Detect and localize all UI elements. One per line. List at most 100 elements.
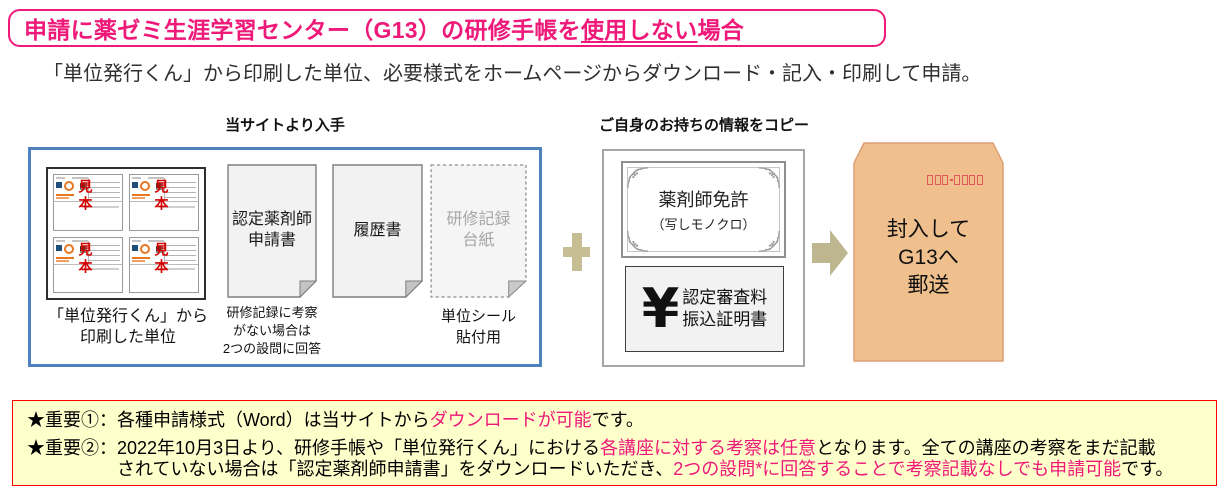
certificate-table-lines xyxy=(164,178,196,202)
certificate-divider xyxy=(130,263,198,265)
page-title-box: 申請に薬ゼミ生涯学習センター（G13）の研修手帳を使用しない場合 xyxy=(8,9,886,47)
certificate-orange-text-line xyxy=(132,259,145,262)
application-form-caption: 研修記録に考察 がない場合は 2つの設問に回答 xyxy=(216,304,328,358)
caption-line: 印刷した単位 xyxy=(79,329,176,346)
caption-line: がない場合は xyxy=(232,323,311,338)
caption-line: 貼付用 xyxy=(455,329,501,346)
document-page-shape xyxy=(430,164,527,298)
page-title: 申請に薬ゼミ生涯学習センター（G13）の研修手帳を使用しない場合 xyxy=(24,11,744,45)
certificate-text-line xyxy=(159,205,195,208)
certificate-header-line xyxy=(132,239,141,242)
certificate-logo-square xyxy=(132,182,138,188)
payment-certificate-title: 認定審査料 振込証明書 xyxy=(682,288,768,329)
envelope: 封入して G13へ 郵送 xyxy=(853,142,1004,362)
highlight-text: 各講座に対する考察は任意 xyxy=(600,438,816,458)
certificate-header-line xyxy=(72,177,88,179)
certificate-header-line xyxy=(56,177,65,179)
document-title: 研修記録台紙 xyxy=(446,211,511,249)
license-subtitle: （写しモノクロ） xyxy=(651,217,756,232)
certificate-orange-text-line xyxy=(132,197,145,199)
certificate-logo-square xyxy=(132,244,138,251)
sample-stamp: 見本 xyxy=(77,241,94,276)
certificate-divider xyxy=(54,201,122,203)
certificate-emblem-icon xyxy=(140,181,150,191)
certificate-text-line xyxy=(159,268,195,271)
certificate-header-line xyxy=(148,239,164,242)
certificate-header-line xyxy=(56,239,65,242)
postal-code-boxes xyxy=(927,175,983,185)
printed-units-panel: 見本 見本 見本 xyxy=(46,167,206,300)
sample-stamp: 見本 xyxy=(153,241,170,276)
unit-certificate-sample: 見本 xyxy=(53,174,123,231)
note-2-label: ★重要②： xyxy=(27,438,117,458)
certificate-orange-text-line xyxy=(56,256,74,259)
caption-line: 2つの設問に回答 xyxy=(222,341,322,356)
title-seg-underlined: 使用しない xyxy=(580,17,698,43)
caption-line: 「単位発行くん」から xyxy=(47,308,208,325)
note-important-2: ★重要②：2022年10月3日より、研修手帳や「単位発行くん」における各講座に対… xyxy=(27,438,1174,479)
certificate-header-line xyxy=(132,177,141,179)
certificate-text-line xyxy=(83,205,119,208)
highlight-text: 2つの設問*に回答することで考察記載なしでも申請可能 xyxy=(673,459,1122,479)
frame-flourish-icon xyxy=(758,167,780,189)
certificate-orange-text-line xyxy=(56,194,74,196)
document-title: 履歴書 xyxy=(353,221,402,239)
qr-code-icon xyxy=(78,243,87,253)
certificate-header-line xyxy=(72,239,88,242)
frame-flourish-icon xyxy=(627,230,649,252)
frame-flourish-icon xyxy=(758,230,780,252)
certificate-orange-text-line xyxy=(132,256,150,259)
certificate-divider xyxy=(130,201,198,203)
document-title: 認定薬剤師申請書 xyxy=(231,211,312,249)
label-obtain-from-this-site: 当サイトより入手 xyxy=(225,117,345,134)
unit-certificate-sample: 見本 xyxy=(53,236,123,293)
certificate-table-lines xyxy=(88,240,120,265)
certificate-table-lines xyxy=(164,240,196,265)
payment-certificate-card: ¥ 認定審査料 振込証明書 xyxy=(625,266,784,352)
certificate-orange-text-line xyxy=(56,197,69,199)
title-seg3: 場合 xyxy=(697,17,745,43)
doc-certified-pharmacist-application: 認定薬剤師申請書 xyxy=(227,164,317,298)
certificate-header-line xyxy=(148,177,164,179)
note-important-1: ★重要①：各種申請様式（Word）は当サイトからダウンロードが可能です。 xyxy=(27,410,644,430)
qr-code-icon xyxy=(78,181,87,190)
highlight-text: ダウンロードが可能 xyxy=(429,410,592,430)
title-seg1: 申請に薬ゼミ生涯学習センター（G13）の研修手帳を xyxy=(24,17,581,43)
subtitle: 「単位発行くん」から印刷した単位、必要様式をホームページからダウンロード・記入・… xyxy=(43,63,982,85)
certificate-emblem-icon xyxy=(64,243,74,254)
doc-resume: 履歴書 xyxy=(332,164,423,298)
record-sheet-caption: 単位シール 貼付用 xyxy=(428,306,529,348)
caption-line: 単位シール xyxy=(440,308,516,325)
certificate-divider xyxy=(54,263,122,265)
document-page-shape xyxy=(227,164,317,298)
arrow-right-icon xyxy=(812,230,848,276)
document-page-shape xyxy=(332,164,423,298)
caption-line: 研修記録に考察 xyxy=(226,305,318,320)
yen-icon: ¥ xyxy=(641,276,680,340)
certificate-emblem-icon xyxy=(140,243,150,254)
certificate-orange-text-line xyxy=(132,194,150,196)
certificate-text-line xyxy=(83,268,119,271)
license-title: 薬剤師免許 xyxy=(658,190,749,210)
certificate-orange-text-line xyxy=(56,259,69,262)
printed-units-caption: 「単位発行くん」から 印刷した単位 xyxy=(24,306,232,348)
certificate-logo-square xyxy=(56,182,62,188)
sample-stamp: 見本 xyxy=(77,179,94,214)
pharmacist-license-card: 薬剤師免許 （写しモノクロ） xyxy=(621,161,786,258)
doc-training-record-sheet: 研修記録台紙 xyxy=(430,164,527,298)
unit-certificate-sample: 見本 xyxy=(129,236,199,293)
qr-code-icon xyxy=(154,181,163,190)
qr-code-icon xyxy=(154,243,163,253)
certificate-logo-square xyxy=(56,244,62,251)
note-1-label: ★重要①： xyxy=(27,410,117,430)
frame-flourish-icon xyxy=(627,167,649,189)
unit-certificate-sample: 見本 xyxy=(129,174,199,231)
label-copy-your-own-info: ご自身のお持ちの情報をコピー xyxy=(598,117,809,134)
postal-code-dash xyxy=(949,179,953,181)
plus-icon xyxy=(563,233,590,271)
certificate-table-lines xyxy=(88,178,120,202)
envelope-instruction: 封入して G13へ 郵送 xyxy=(886,218,971,297)
envelope-shape xyxy=(853,142,1004,362)
sample-stamp: 見本 xyxy=(153,179,170,214)
